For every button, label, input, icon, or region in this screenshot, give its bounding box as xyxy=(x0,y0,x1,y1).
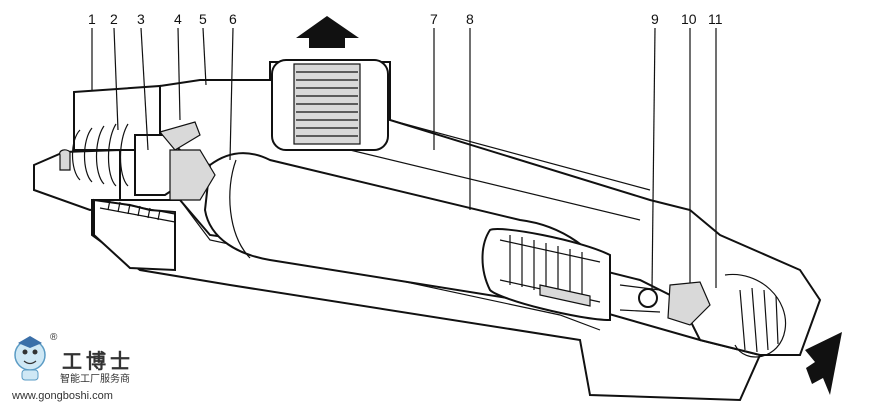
callout-label-8: 8 xyxy=(466,11,474,27)
check-ball-assembly xyxy=(619,273,787,358)
callout-label-4: 4 xyxy=(174,11,182,27)
callout-label-6: 6 xyxy=(229,11,237,27)
callout-label-10: 10 xyxy=(681,11,697,27)
left-spring-assembly xyxy=(59,121,216,201)
watermark-brand: 工博士 xyxy=(62,349,134,373)
callout-label-11: 11 xyxy=(708,11,723,27)
mascot-logo-icon xyxy=(14,336,46,381)
watermark-url: www.gongboshi.com xyxy=(11,390,113,402)
callout-label-2: 2 xyxy=(110,11,118,27)
lower-threaded-fitting xyxy=(93,198,176,272)
callout-label-7: 7 xyxy=(430,11,438,27)
callout-label-5: 5 xyxy=(199,11,207,27)
callout-label-9: 9 xyxy=(651,11,659,27)
callout-label-3: 3 xyxy=(137,11,145,27)
watermark-tagline: 智能工厂服务商 xyxy=(60,372,130,385)
flow-arrow-in-icon xyxy=(805,332,842,395)
leader-lines xyxy=(91,27,717,291)
watermark: ® 工博士 智能工厂服务商 www.gongboshi.com xyxy=(11,332,134,402)
registered-mark: ® xyxy=(50,332,58,343)
callout-label-1: 1 xyxy=(88,11,96,27)
spring-cage xyxy=(481,228,611,322)
flow-arrow-up-icon xyxy=(296,16,359,48)
